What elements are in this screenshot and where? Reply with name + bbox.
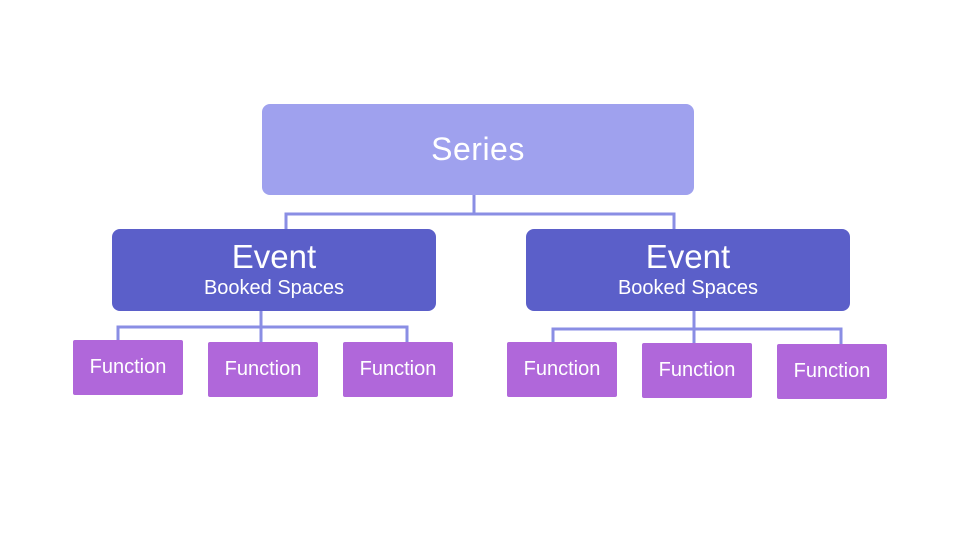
function-node-left-3: Function	[343, 342, 453, 397]
function-label: Function	[224, 358, 302, 380]
connector-series-to-events	[284, 195, 676, 229]
function-node-right-2: Function	[642, 343, 752, 398]
function-node-right-3: Function	[777, 344, 887, 399]
series-node: Series	[262, 104, 694, 195]
function-label: Function	[89, 356, 167, 378]
event-node-left: Event Booked Spaces	[112, 229, 436, 311]
function-node-right-1: Function	[507, 342, 617, 397]
function-node-left-2: Function	[208, 342, 318, 397]
function-label: Function	[359, 358, 437, 380]
function-label: Function	[793, 360, 871, 382]
function-node-left-1: Function	[73, 340, 183, 395]
event-title: Event	[231, 238, 317, 275]
function-label: Function	[523, 358, 601, 380]
event-node-right: Event Booked Spaces	[526, 229, 850, 311]
connector-event-left-to-functions	[116, 311, 409, 342]
function-label: Function	[658, 359, 736, 381]
connector-event-right-to-functions	[551, 311, 843, 344]
event-subtitle: Booked Spaces	[617, 277, 759, 299]
event-subtitle: Booked Spaces	[203, 277, 345, 299]
series-label: Series	[431, 131, 525, 167]
event-title: Event	[645, 238, 731, 275]
